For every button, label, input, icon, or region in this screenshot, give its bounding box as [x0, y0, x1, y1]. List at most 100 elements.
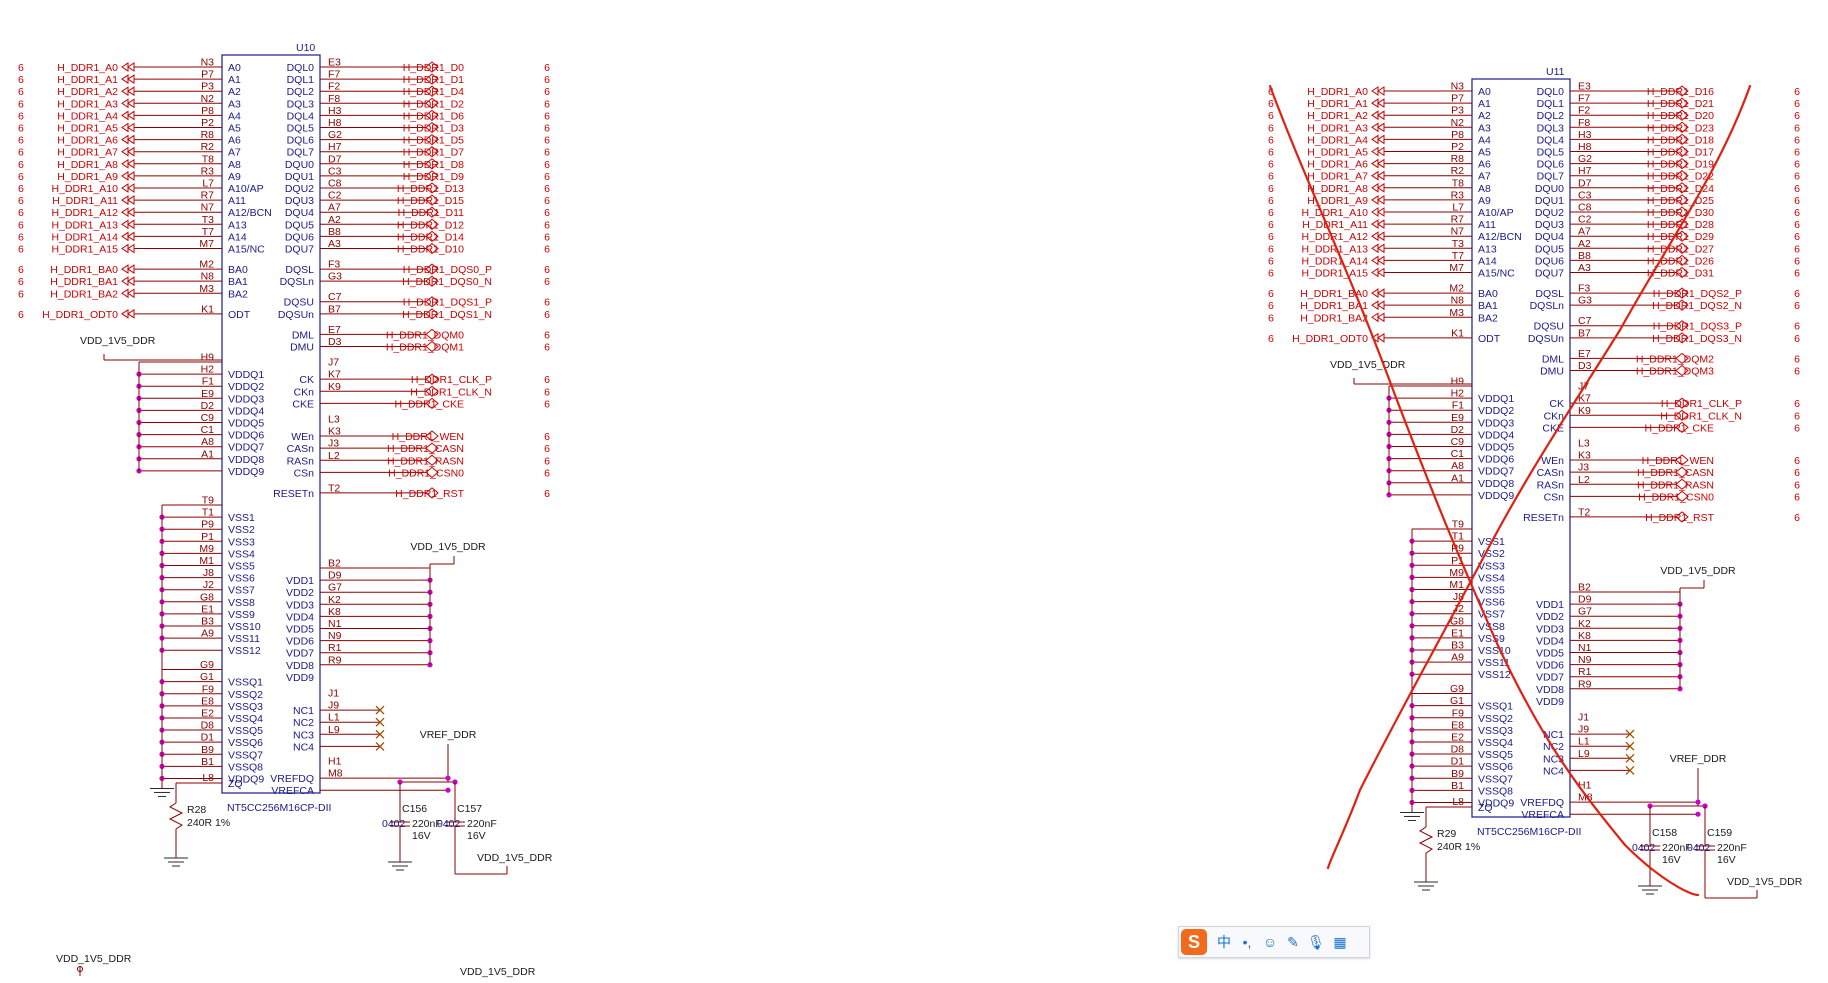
port-marker [1675, 266, 1689, 279]
footer-label-left: VDD_1V5_DDR [56, 953, 132, 965]
chinese-mode-icon[interactable]: 中 [1217, 934, 1231, 950]
net-label: H_DDR1_RASN [1637, 479, 1714, 491]
pin-number: N9 [1578, 654, 1592, 666]
chip-part-number: NT5CC256M16CP-DII [1477, 826, 1581, 838]
pin-name: A9 [228, 171, 241, 183]
pin-name: ZQ [228, 778, 243, 790]
pin-name: DQU6 [1535, 255, 1564, 267]
capacitor-refdes: C157 [457, 803, 482, 815]
port-marker [1675, 287, 1689, 299]
sheet-ref: 6 [544, 195, 550, 207]
pin-number: G1 [1450, 695, 1464, 707]
pin-number: J2 [203, 579, 214, 591]
sogou-logo-icon[interactable]: S [1181, 929, 1207, 955]
pin-name: NC1 [1543, 729, 1564, 741]
no-connect-mark [375, 705, 385, 715]
pin-name: DMU [1540, 366, 1564, 378]
no-connect-mark [375, 717, 385, 727]
pin-name: VSS8 [228, 597, 255, 609]
net-label: H_DDR1_DQS0_P [403, 264, 492, 276]
pin-name: DQU4 [1535, 231, 1564, 243]
net-label: H_DDR1_D27 [1647, 243, 1714, 255]
pin-name: A7 [1478, 171, 1491, 183]
port-marker [1675, 97, 1689, 109]
port-marker [425, 373, 439, 385]
pin-name: CSn [1544, 491, 1565, 503]
pin-name: WEn [291, 431, 314, 443]
port-marker [1675, 170, 1689, 182]
net-label: H_DDR1_A3 [1307, 122, 1368, 134]
pin-number: G7 [1578, 606, 1592, 618]
junction-dot [445, 775, 451, 781]
port-marker [1377, 300, 1385, 311]
sheet-ref: 6 [544, 98, 550, 110]
sheet-ref: 6 [1794, 98, 1800, 110]
no-connect-mark [375, 729, 385, 739]
pin-name: VDDQ2 [1478, 405, 1514, 417]
pin-name: DQSU [1534, 321, 1564, 333]
pin-name: VDDQ4 [1478, 429, 1514, 441]
sheet-ref: 6 [544, 309, 550, 321]
net-label: H_DDR1_D26 [1647, 255, 1714, 267]
port-marker [425, 275, 439, 287]
punctuation-icon[interactable]: •, [1242, 934, 1252, 950]
microphone-icon[interactable]: 🎙 [1307, 934, 1325, 950]
sheet-ref: 6 [544, 329, 550, 341]
emoji-icon[interactable]: ☺ [1262, 934, 1278, 950]
pin-number: G9 [1450, 683, 1464, 695]
port-marker [425, 121, 439, 134]
pin-name: VSS10 [1478, 645, 1511, 657]
net-label: H_DDR1_D9 [403, 171, 464, 183]
net-label: H_DDR1_A8 [1307, 183, 1368, 195]
sheet-ref: 6 [1268, 110, 1274, 122]
pin-name: A12/BCN [228, 207, 272, 219]
net-label: H_DDR1_D17 [1647, 147, 1714, 159]
pin-number: D1 [1451, 756, 1465, 768]
pin-number: E2 [1451, 731, 1464, 743]
pin-name: VDD2 [1536, 611, 1564, 623]
pin-number: N3 [1451, 81, 1465, 93]
pin-number: E9 [1451, 412, 1464, 424]
net-label: H_DDR1_A11 [1302, 219, 1368, 231]
pin-name: NC2 [293, 717, 314, 729]
port-marker [1675, 409, 1689, 421]
port-marker [425, 85, 439, 97]
net-label: H_DDR1_BA2 [50, 288, 118, 300]
pin-number: L8 [1452, 796, 1464, 808]
pin-name: CKE [1542, 422, 1564, 434]
pin-number: P3 [1451, 105, 1464, 117]
pin-name: DQU2 [1535, 207, 1564, 219]
sheet-ref: 6 [18, 207, 24, 219]
sheet-ref: 6 [544, 135, 550, 147]
pin-number: R1 [328, 642, 342, 654]
sheet-ref: 6 [1268, 171, 1274, 183]
net-label: H_DDR1_A15 [51, 244, 118, 256]
pin-number: K2 [328, 594, 341, 606]
pin-name: VSSQ8 [228, 761, 263, 773]
sheet-ref: 6 [544, 488, 550, 500]
net-label: H_DDR1_A11 [52, 195, 118, 207]
toolbox-icon[interactable]: ▦ [1333, 934, 1347, 950]
pin-name: VDDQ3 [228, 393, 264, 405]
pin-name: A0 [228, 62, 241, 74]
pin-number: F1 [1452, 400, 1464, 412]
port-marker [425, 109, 439, 122]
ime-toolbar[interactable]: S 中 •, ☺ ✎ 🎙 ▦ [1178, 926, 1370, 958]
pin-name: A5 [1478, 147, 1491, 159]
pin-number: M3 [1449, 307, 1464, 319]
capacitor-refdes: C158 [1652, 827, 1677, 839]
pin-number: T2 [328, 482, 340, 494]
pin-name: DQSL [285, 264, 314, 276]
chip-part-number: NT5CC256M16CP-DII [227, 802, 331, 814]
pin-number: N8 [201, 271, 215, 283]
port-marker [1675, 454, 1689, 466]
port-marker [1675, 466, 1689, 478]
net-label: H_DDR1_D24 [1647, 183, 1714, 195]
pin-name: VDDQ1 [228, 369, 264, 381]
pin-number: L1 [1578, 736, 1590, 748]
sheet-ref: 6 [544, 374, 550, 386]
pin-number: E3 [1578, 81, 1591, 93]
pin-number: R2 [1451, 165, 1465, 177]
skin-icon[interactable]: ✎ [1287, 934, 1299, 950]
